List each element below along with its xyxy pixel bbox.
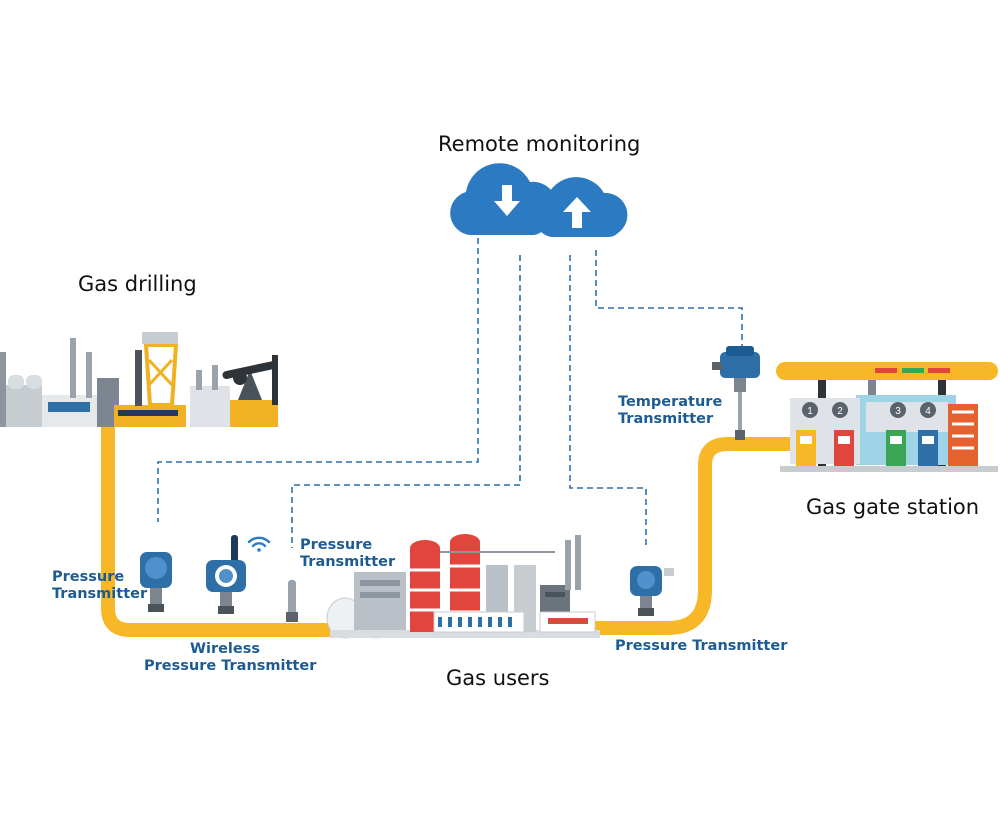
pressure-transmitter-mid-line1: Pressure	[300, 537, 373, 553]
pressure-transmitter-mid-line2: Transmitter	[300, 553, 396, 570]
pressure-transmitter-left-line1: Pressure	[52, 569, 125, 585]
cloud-download-icon	[450, 163, 558, 235]
temperature-transmitter-line1: Temperature	[618, 394, 723, 410]
telemetry-lines	[157, 238, 743, 548]
wireless-pressure-transmitter-line1: Wireless	[189, 641, 260, 657]
pump-number-3: 3	[895, 406, 901, 417]
gas-drilling-label: Gas drilling	[78, 272, 197, 296]
gas-gate-station-label: Gas gate station	[806, 495, 980, 519]
pressure-transmitter-left-label: Pressure Transmitter	[52, 569, 147, 602]
telemetry-line-mid-transmitter	[291, 255, 521, 548]
wireless-pressure-transmitter-line2: Pressure Transmitter	[144, 657, 317, 674]
temperature-transmitter-label: Temperature Transmitter	[618, 394, 722, 427]
gas-drilling-facility	[0, 332, 278, 427]
pressure-transmitter-right-label: Pressure Transmitter	[615, 638, 788, 654]
temperature-transmitter-line2: Transmitter	[618, 410, 714, 427]
remote-monitoring-label: Remote monitoring	[438, 132, 641, 156]
gas-gate-station: 1 2 3 4	[776, 362, 998, 472]
telemetry-line-left-transmitter	[157, 238, 479, 522]
cloud-upload-icon	[534, 177, 628, 238]
wireless-pressure-transmitter-label: Wireless Pressure Transmitter	[144, 641, 317, 674]
gas-users-factory	[326, 534, 600, 639]
pump-number-4: 4	[925, 406, 931, 417]
telemetry-line-right-transmitter	[569, 255, 647, 548]
temperature-transmitter-device	[712, 346, 760, 440]
pump-number-2: 2	[837, 406, 843, 417]
wireless-pressure-transmitter-device	[206, 535, 246, 614]
wifi-icon	[247, 536, 271, 552]
pressure-transmitter-mid-label: Pressure Transmitter	[300, 537, 395, 570]
telemetry-line-temperature-transmitter	[595, 250, 743, 348]
pump-number-1: 1	[807, 406, 813, 417]
pressure-transmitter-left-line2: Transmitter	[52, 585, 148, 602]
gas-users-label: Gas users	[446, 666, 550, 690]
gas-pipeline	[101, 426, 805, 637]
pressure-transmitter-mid-device	[286, 580, 298, 622]
pressure-transmitter-left-device	[140, 552, 172, 612]
pressure-transmitter-right-device	[630, 566, 674, 616]
